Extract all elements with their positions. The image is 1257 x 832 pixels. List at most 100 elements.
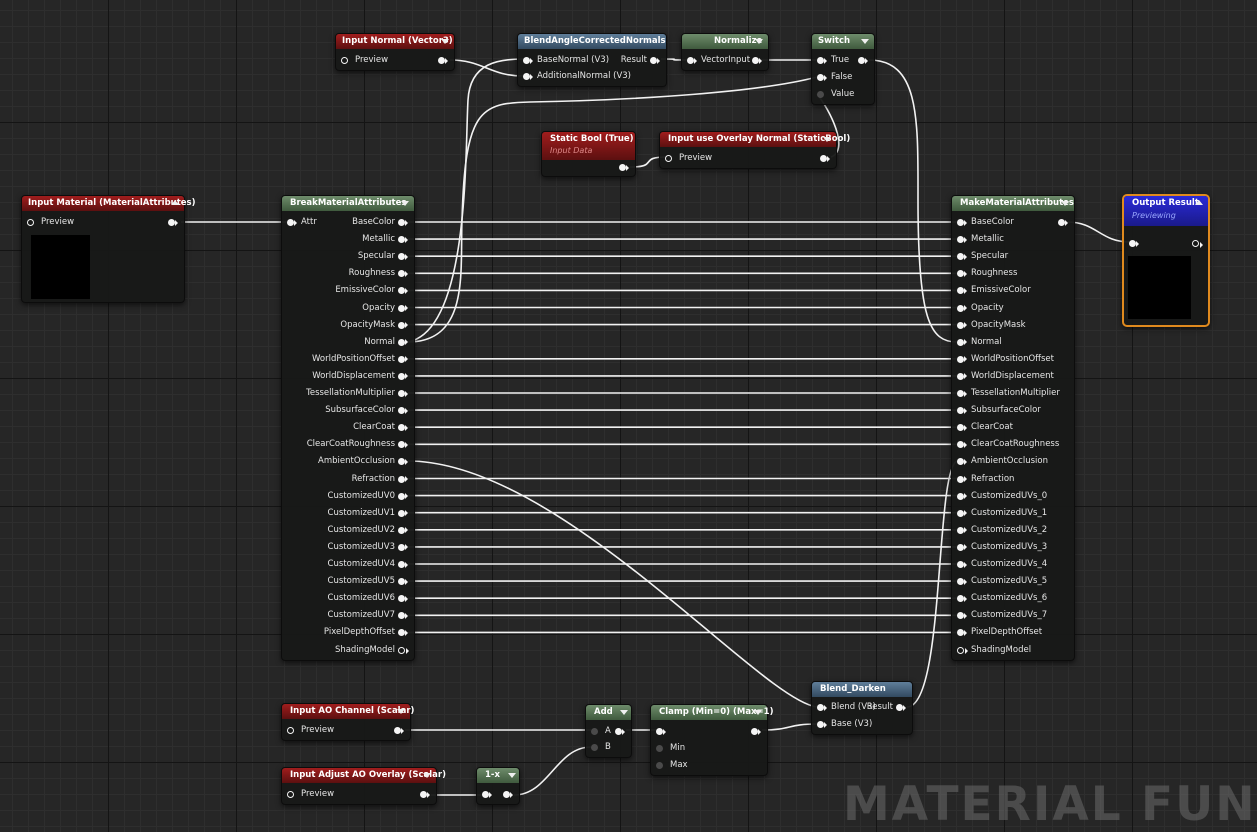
make-input-pin[interactable]: ShadingModel	[957, 644, 1031, 657]
pin-icon[interactable]	[957, 458, 967, 466]
pin-icon[interactable]	[957, 407, 967, 415]
pin-icon[interactable]	[168, 219, 178, 226]
pin-icon[interactable]	[619, 164, 629, 171]
pin-icon[interactable]	[398, 475, 408, 483]
node-header[interactable]: Switch	[812, 34, 874, 49]
pin-icon[interactable]	[656, 762, 663, 769]
pin-icon[interactable]	[398, 629, 408, 637]
pin-icon[interactable]	[398, 646, 409, 654]
value-pin[interactable]: Value	[817, 88, 854, 101]
result-pin[interactable]: Result	[621, 54, 661, 67]
pin-icon[interactable]	[957, 287, 967, 295]
node-header[interactable]: BreakMaterialAttributes	[282, 196, 414, 211]
node-input-ao-channel[interactable]: Input AO Channel (Scalar) Preview	[281, 703, 414, 741]
node-static-bool[interactable]: Static Bool (True) Input Data	[541, 131, 636, 177]
collapse-arrow-icon[interactable]	[401, 201, 409, 206]
pin-icon[interactable]	[482, 791, 492, 798]
pin-icon[interactable]	[398, 355, 408, 363]
b-pin[interactable]: B	[591, 741, 611, 754]
node-header[interactable]: BlendAngleCorrectedNormals	[518, 34, 666, 49]
attr-pin[interactable]: Attr	[287, 216, 317, 229]
pin-icon[interactable]	[1058, 219, 1068, 226]
break-output-pin[interactable]: CustomizedUV2	[328, 524, 409, 537]
collapse-arrow-icon[interactable]	[861, 39, 869, 44]
make-input-pin[interactable]: BaseColor	[957, 216, 1014, 229]
pin-icon[interactable]	[957, 372, 967, 380]
break-output-pin[interactable]: BaseColor	[352, 216, 409, 229]
node-clamp[interactable]: Clamp (Min=0) (Max=1) Min Max	[650, 704, 773, 776]
preview-pin-row[interactable]: Preview	[665, 152, 712, 165]
pin-icon[interactable]	[398, 270, 408, 278]
pin-icon[interactable]	[957, 475, 967, 483]
make-input-pin[interactable]: EmissiveColor	[957, 284, 1031, 297]
break-output-pin[interactable]: Roughness	[349, 267, 409, 280]
max-pin[interactable]: Max	[656, 759, 688, 772]
pin-icon[interactable]	[398, 595, 408, 603]
pin-icon[interactable]	[687, 57, 697, 64]
break-output-pin[interactable]: ClearCoat	[353, 421, 409, 434]
pin-icon[interactable]	[398, 219, 408, 226]
pin-icon[interactable]	[398, 543, 408, 551]
break-output-pin[interactable]: Specular	[358, 250, 409, 263]
collapse-arrow-icon[interactable]	[441, 39, 449, 44]
pin-icon[interactable]	[398, 338, 408, 346]
pin-icon[interactable]	[650, 57, 660, 64]
make-input-pin[interactable]: Roughness	[957, 267, 1017, 280]
node-normalize[interactable]: Normalize VectorInput	[681, 33, 769, 71]
collapse-arrow-icon[interactable]	[423, 773, 431, 778]
node-header[interactable]: Input Normal (Vector3)	[336, 34, 454, 49]
node-header[interactable]: Normalize	[682, 34, 768, 49]
node-header[interactable]: Input Adjust AO Overlay (Scalar)	[282, 768, 446, 783]
pin-icon[interactable]	[503, 791, 513, 798]
break-output-pin[interactable]: SubsurfaceColor	[325, 404, 409, 417]
pin-icon[interactable]	[752, 57, 762, 64]
pin-icon[interactable]	[817, 721, 827, 728]
pin-icon[interactable]	[398, 304, 408, 312]
make-input-pin[interactable]: TessellationMultiplier	[957, 387, 1060, 400]
pin-icon[interactable]	[656, 728, 666, 735]
make-input-pin[interactable]: Normal	[957, 336, 1002, 349]
node-header[interactable]: 1-x	[477, 768, 519, 783]
pin-icon[interactable]	[398, 492, 408, 500]
pin-icon[interactable]	[957, 424, 967, 432]
make-input-pin[interactable]: PixelDepthOffset	[957, 626, 1042, 639]
pin-icon[interactable]	[957, 219, 967, 226]
node-input-material[interactable]: Input Material (MaterialAttributes) Prev…	[21, 195, 196, 303]
collapse-arrow-icon[interactable]	[508, 773, 516, 778]
pin-icon[interactable]	[817, 91, 824, 98]
preview-pin-row[interactable]: Preview	[341, 54, 388, 67]
make-input-pin[interactable]: Refraction	[957, 473, 1014, 486]
pin-icon[interactable]	[398, 390, 408, 397]
pin-icon[interactable]	[398, 578, 408, 586]
pin-icon[interactable]	[957, 543, 967, 551]
make-input-pin[interactable]: CustomizedUVs_4	[957, 558, 1047, 571]
pin-icon[interactable]	[398, 372, 408, 380]
pin-icon[interactable]	[287, 791, 294, 798]
pin-icon[interactable]	[817, 74, 827, 81]
base-pin[interactable]: Base (V3)	[817, 718, 872, 731]
make-input-pin[interactable]: CustomizedUVs_3	[957, 541, 1047, 554]
pin-icon[interactable]	[27, 219, 34, 226]
pin-icon[interactable]	[957, 270, 967, 278]
pin-icon[interactable]	[398, 509, 408, 517]
node-input-adjust-ao-overlay[interactable]: Input Adjust AO Overlay (Scalar) Preview	[281, 767, 446, 805]
pin-icon[interactable]	[820, 155, 830, 162]
pin-icon[interactable]	[957, 595, 967, 603]
pin-icon[interactable]	[957, 441, 967, 449]
break-output-pin[interactable]: ClearCoatRoughness	[307, 438, 409, 451]
break-output-pin[interactable]: CustomizedUV7	[328, 609, 409, 622]
make-input-pin[interactable]: AmbientOcclusion	[957, 455, 1048, 468]
collapse-arrow-icon[interactable]	[620, 710, 628, 715]
vector-input-pin[interactable]: VectorInput	[687, 54, 750, 67]
make-input-pin[interactable]: Specular	[957, 250, 1008, 263]
make-input-pin[interactable]: ClearCoat	[957, 421, 1013, 434]
make-input-pin[interactable]: Opacity	[957, 302, 1004, 315]
pin-icon[interactable]	[398, 526, 408, 534]
break-output-pin[interactable]: Metallic	[362, 233, 409, 246]
make-input-pin[interactable]: ClearCoatRoughness	[957, 438, 1059, 451]
node-header[interactable]: Clamp (Min=0) (Max=1)	[651, 705, 773, 720]
break-output-pin[interactable]: CustomizedUV6	[328, 592, 409, 605]
node-header[interactable]: MakeMaterialAttributes	[952, 196, 1074, 211]
